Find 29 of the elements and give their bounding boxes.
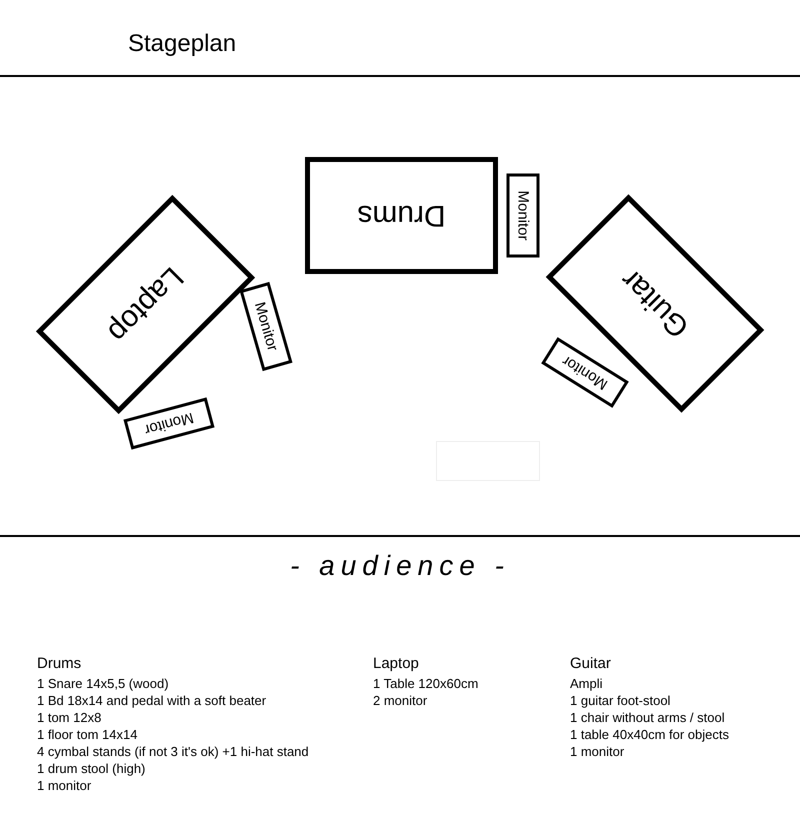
list-item: 1 drum stool (high): [37, 760, 146, 777]
list-item: 1 floor tom 14x14: [37, 726, 138, 743]
node-label: Monitor: [142, 408, 196, 438]
node-label: Monitor: [250, 300, 282, 352]
title: Stageplan: [128, 30, 236, 58]
list-item: 1 guitar foot-stool: [570, 692, 670, 709]
list-heading: Guitar: [570, 655, 611, 672]
list-item: 1 monitor: [37, 777, 92, 794]
list-item: 1 Snare 14x5,5 (wood): [37, 675, 169, 692]
monitor-box: [240, 281, 292, 371]
list-item: 2 monitor: [373, 692, 428, 709]
list-item: 1 chair without arms / stool: [570, 709, 725, 726]
list-item: 1 table 40x40cm for objects: [570, 726, 729, 743]
monitor-box: [123, 396, 215, 450]
node-label: Monitor: [514, 190, 532, 240]
list-item: 1 Table 120x60cm: [373, 675, 478, 692]
list-heading: Drums: [37, 655, 82, 672]
audience-label: - audience -: [289, 549, 511, 583]
list-item: Ampli: [570, 675, 603, 692]
list-item: 1 Bd 18x14 and pedal with a soft beater: [37, 692, 266, 709]
list-item: 1 tom 12x8: [37, 709, 102, 726]
list-item: 4 cymbal stands (if not 3 it's ok) +1 hi-hat stand: [37, 743, 309, 760]
monitor-box: [506, 173, 540, 257]
stage-position-box: [546, 194, 764, 412]
stage-position-box: [35, 194, 255, 414]
list-heading: Laptop: [373, 655, 419, 672]
list-item: 1 monitor: [570, 743, 624, 760]
stage-position-box: [304, 156, 498, 274]
node-label: Drums: [356, 198, 446, 232]
